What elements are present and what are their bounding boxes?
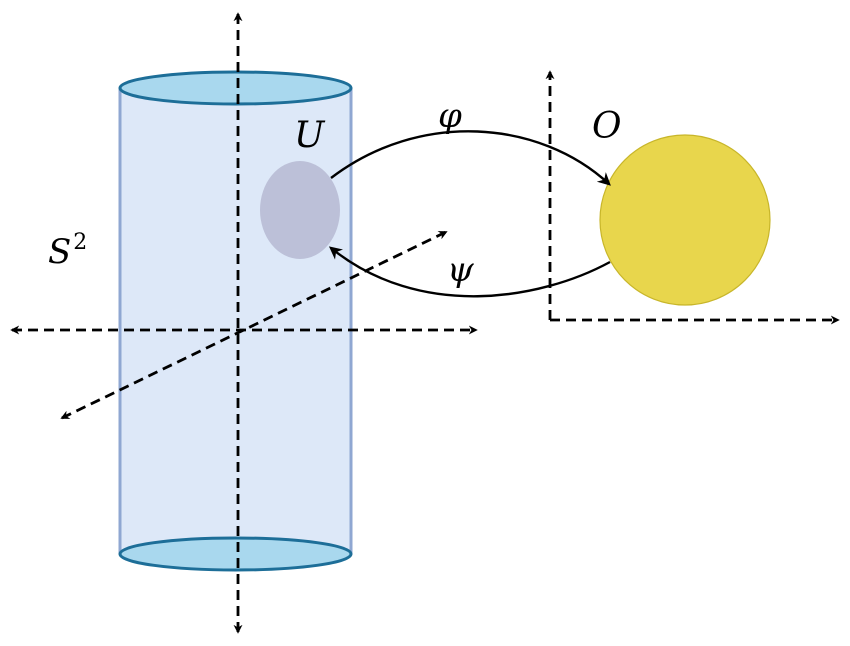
psi-arrow — [328, 246, 611, 298]
psi-label: ψ — [447, 250, 474, 290]
sphere-letter: S — [48, 232, 71, 272]
target-set-o — [599, 134, 771, 306]
right-axes — [545, 70, 840, 325]
phi-arrow — [330, 130, 611, 186]
sphere-exponent: 2 — [73, 230, 87, 255]
cylinder-bottom-cap — [118, 536, 353, 572]
open-set-label: U — [294, 115, 326, 156]
depth-axis — [60, 230, 448, 420]
target-set-label: O — [592, 106, 622, 147]
left-axes — [10, 12, 478, 634]
sphere-label: S2 — [48, 230, 87, 272]
cylinder-body — [120, 88, 351, 554]
open-set-u — [260, 161, 340, 259]
cylinder-top-cap — [118, 70, 353, 106]
phi-label: φ — [438, 96, 462, 136]
